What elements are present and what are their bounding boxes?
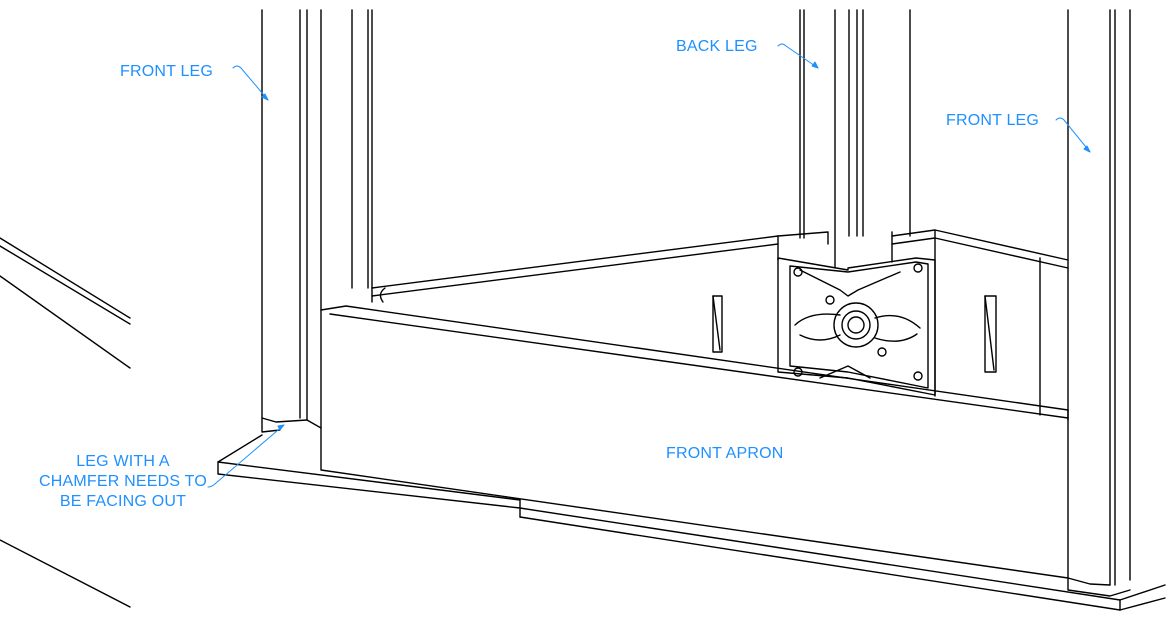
base-slab bbox=[217, 434, 1166, 611]
front-leg-right-label: FRONT LEG bbox=[946, 112, 1040, 129]
left-edge-lines bbox=[0, 237, 131, 608]
leaders bbox=[207, 43, 1091, 488]
chamfer-note-line-1: LEG WITH A bbox=[76, 453, 170, 470]
front-apron-shape bbox=[320, 305, 1069, 579]
left-side-apron bbox=[371, 231, 829, 303]
apron-slots bbox=[712, 295, 997, 373]
back-leg bbox=[799, 9, 911, 269]
back-leg-label: BACK LEG bbox=[676, 38, 758, 55]
back-leg-inner-left bbox=[351, 9, 373, 289]
corner-bracket bbox=[777, 257, 936, 396]
chamfer-note-line-2: CHAMFER NEEDS TO bbox=[39, 473, 207, 490]
front-apron-label: FRONT APRON bbox=[666, 445, 784, 462]
front-leg-left-label: FRONT LEG bbox=[120, 63, 214, 80]
front-leg-left bbox=[261, 9, 322, 433]
right-side-apron bbox=[891, 229, 1069, 416]
chamfer-note-line-3: BE FACING OUT bbox=[59, 493, 187, 510]
chamfer-note-label: LEG WITH A CHAMFER NEEDS TO BE FACING OU… bbox=[28, 452, 218, 512]
front-leg-right bbox=[1067, 9, 1131, 597]
